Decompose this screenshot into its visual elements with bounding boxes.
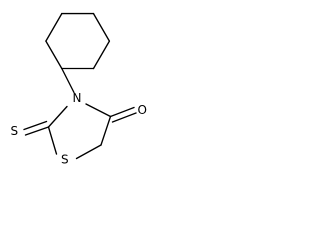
bond: [45, 12, 63, 42]
nitrogen-label: N: [73, 91, 82, 105]
bond: [92, 12, 111, 42]
carbonyl-double-bond: [109, 106, 137, 123]
carbonyl-oxygen-label: O: [138, 103, 147, 117]
bond: [47, 105, 68, 128]
thione-sulfur-label: S: [11, 124, 19, 138]
thione-double-bond: [23, 120, 50, 136]
n-cyclohexyl-bond: [61, 67, 75, 94]
bond: [109, 106, 135, 118]
thiazolidine-ring: [47, 103, 112, 160]
bond: [92, 40, 111, 70]
bond: [111, 112, 137, 123]
bond: [23, 120, 48, 131]
bond: [45, 40, 63, 70]
ring-sulfur-label: S: [61, 153, 69, 167]
bond: [24, 126, 50, 136]
bond: [47, 126, 58, 155]
chemical-structure-diagram: N S S O: [11, 12, 147, 167]
bond: [75, 144, 102, 160]
cyclohexyl-ring: [45, 12, 111, 70]
bond: [85, 103, 112, 118]
bond: [100, 115, 112, 146]
